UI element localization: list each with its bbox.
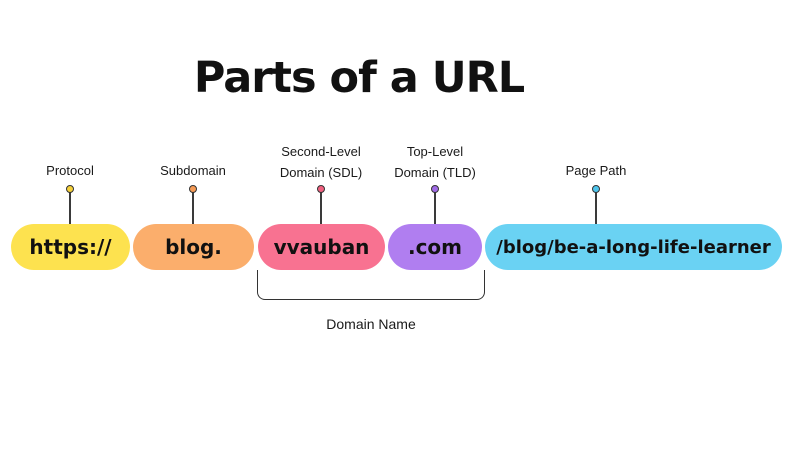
subdomain-label-line-1: Subdomain [160, 163, 226, 178]
subdomain-marker [189, 185, 197, 193]
subdomain-text: blog. [165, 235, 222, 259]
sld-label-line-1: Second-Level [281, 144, 361, 159]
domain-name-bracket [257, 270, 485, 300]
sld-pill: vvauban [258, 224, 385, 270]
protocol-connector [69, 189, 71, 224]
subdomain-label: Subdomain [160, 160, 226, 181]
page-path-text: /blog/be-a-long-life-learner [496, 236, 771, 258]
diagram-title: Parts of a URL [193, 53, 525, 103]
page-path-label-line-1: Page Path [565, 163, 627, 178]
tld-text: .com [407, 235, 463, 259]
subdomain-pill: blog. [133, 224, 254, 270]
sld-connector [320, 189, 322, 224]
tld-label-line-2: Domain (TLD) [394, 165, 476, 180]
tld-pill: .com [388, 224, 482, 270]
page-path-marker [592, 185, 600, 193]
domain-name-label: Domain Name [326, 316, 416, 332]
sld-label-line-2: Domain (SDL) [279, 165, 363, 180]
sld-marker [317, 185, 325, 193]
subdomain-connector [192, 189, 194, 224]
sld-text: vvauban [273, 235, 370, 259]
page-path-connector [595, 189, 597, 224]
tld-label: Top-Level Domain (TLD) [394, 141, 476, 183]
protocol-label-line-1: Protocol [46, 163, 94, 178]
sld-label: Second-Level Domain (SDL) [280, 141, 362, 183]
tld-label-line-1: Top-Level [406, 144, 464, 159]
protocol-text: https:// [29, 235, 112, 259]
tld-connector [434, 189, 436, 224]
protocol-pill: https:// [11, 224, 130, 270]
page-path-pill: /blog/be-a-long-life-learner [485, 224, 782, 270]
tld-marker [431, 185, 439, 193]
protocol-marker [66, 185, 74, 193]
protocol-label: Protocol [46, 160, 94, 181]
page-path-label: Page Path [566, 160, 627, 181]
